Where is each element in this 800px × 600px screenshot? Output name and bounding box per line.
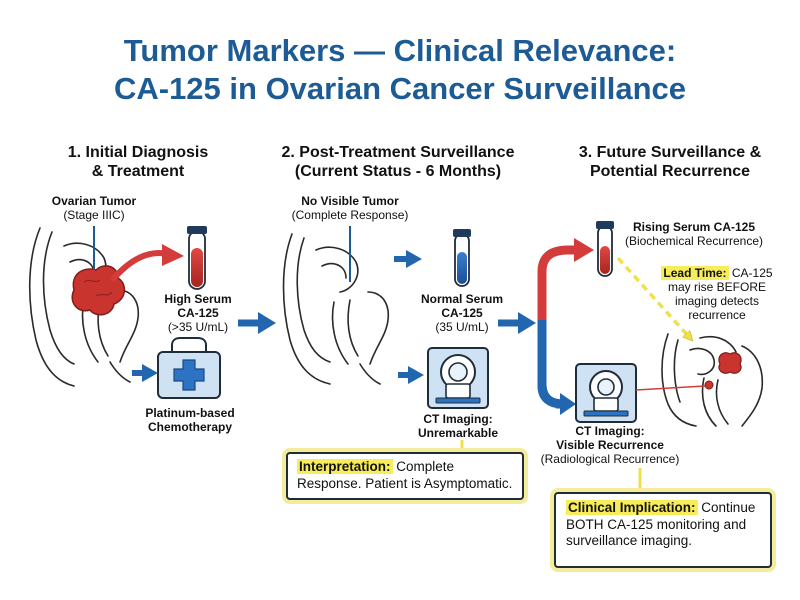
- branch-arrow-red-rising: [537, 238, 594, 326]
- ct-visible-recurrence-label: CT Imaging: Visible Recurrence (Radiolog…: [540, 424, 680, 467]
- page-title: Tumor Markers — Clinical Relevance: CA-1…: [0, 32, 800, 108]
- stage-2-heading: 2. Post-Treatment Surveillance (Current …: [281, 144, 515, 181]
- recurrent-tumor-mass: [704, 352, 742, 390]
- ct-scanner-icon-3: [575, 363, 637, 423]
- interpretation-callout-label: Interpretation:: [297, 459, 393, 474]
- arrow-to-chemotherapy: [132, 364, 158, 382]
- no-visible-tumor-label: No Visible Tumor (Complete Response): [291, 194, 409, 223]
- pelvic-anatomy-illustration-2: [282, 233, 390, 385]
- chemotherapy-label: Platinum-based Chemotherapy: [145, 406, 235, 435]
- curved-arrow-red-1: [111, 244, 184, 281]
- branch-arrow-blue-imaging: [537, 320, 576, 415]
- blood-tube-high-icon: [187, 226, 207, 290]
- ct-scanner-icon-2: [427, 347, 489, 409]
- normal-serum-marker-label: Normal Serum CA-125 (35 U/mL): [420, 292, 504, 335]
- arrow-to-ct-imaging-2: [398, 366, 424, 384]
- blood-tube-normal-icon: [453, 229, 471, 287]
- page-title-line-2: CA-125 in Ovarian Cancer Surveillance: [113, 70, 687, 106]
- clinical-implication-callout: Clinical Implication: Continue BOTH CA-1…: [554, 492, 772, 568]
- page-title-line-1: Tumor Markers — Clinical Relevance:: [123, 33, 677, 68]
- first-aid-kit-icon: [157, 337, 221, 399]
- stage-arrow-2-to-3: [498, 312, 536, 334]
- clinical-implication-text: Continue BOTH CA-125 monitoring and surv…: [566, 500, 756, 549]
- interpretation-callout-text: Complete Response. Patient is Asymptomat…: [297, 459, 513, 491]
- clinical-implication-label: Clinical Implication:: [566, 500, 698, 515]
- arrow-to-normal-marker: [394, 250, 422, 268]
- ct-unremarkable-label: CT Imaging: Unremarkable: [417, 412, 499, 441]
- pelvic-anatomy-illustration-3: [661, 333, 764, 427]
- interpretation-callout: Interpretation: Complete Response. Patie…: [286, 452, 524, 500]
- rising-serum-marker-label: Rising Serum CA-125 (Biochemical Recurre…: [624, 220, 764, 249]
- stage-1-heading: 1. Initial Diagnosis & Treatment: [67, 144, 209, 181]
- stage-arrow-1-to-2: [238, 312, 276, 334]
- lead-time-dashed-arrow: [616, 256, 690, 338]
- lead-time-note: Lead Time: CA-125 may rise BEFORE imagin…: [661, 266, 773, 323]
- blood-tube-rising-icon: [596, 221, 614, 277]
- stage-3-heading: 3. Future Surveillance & Potential Recur…: [578, 144, 762, 181]
- imaging-to-recurrence-line: [635, 385, 706, 391]
- ovarian-tumor-label: Ovarian Tumor (Stage IIIC): [51, 194, 137, 223]
- high-serum-marker-label: High Serum CA-125 (>35 U/mL): [164, 292, 232, 335]
